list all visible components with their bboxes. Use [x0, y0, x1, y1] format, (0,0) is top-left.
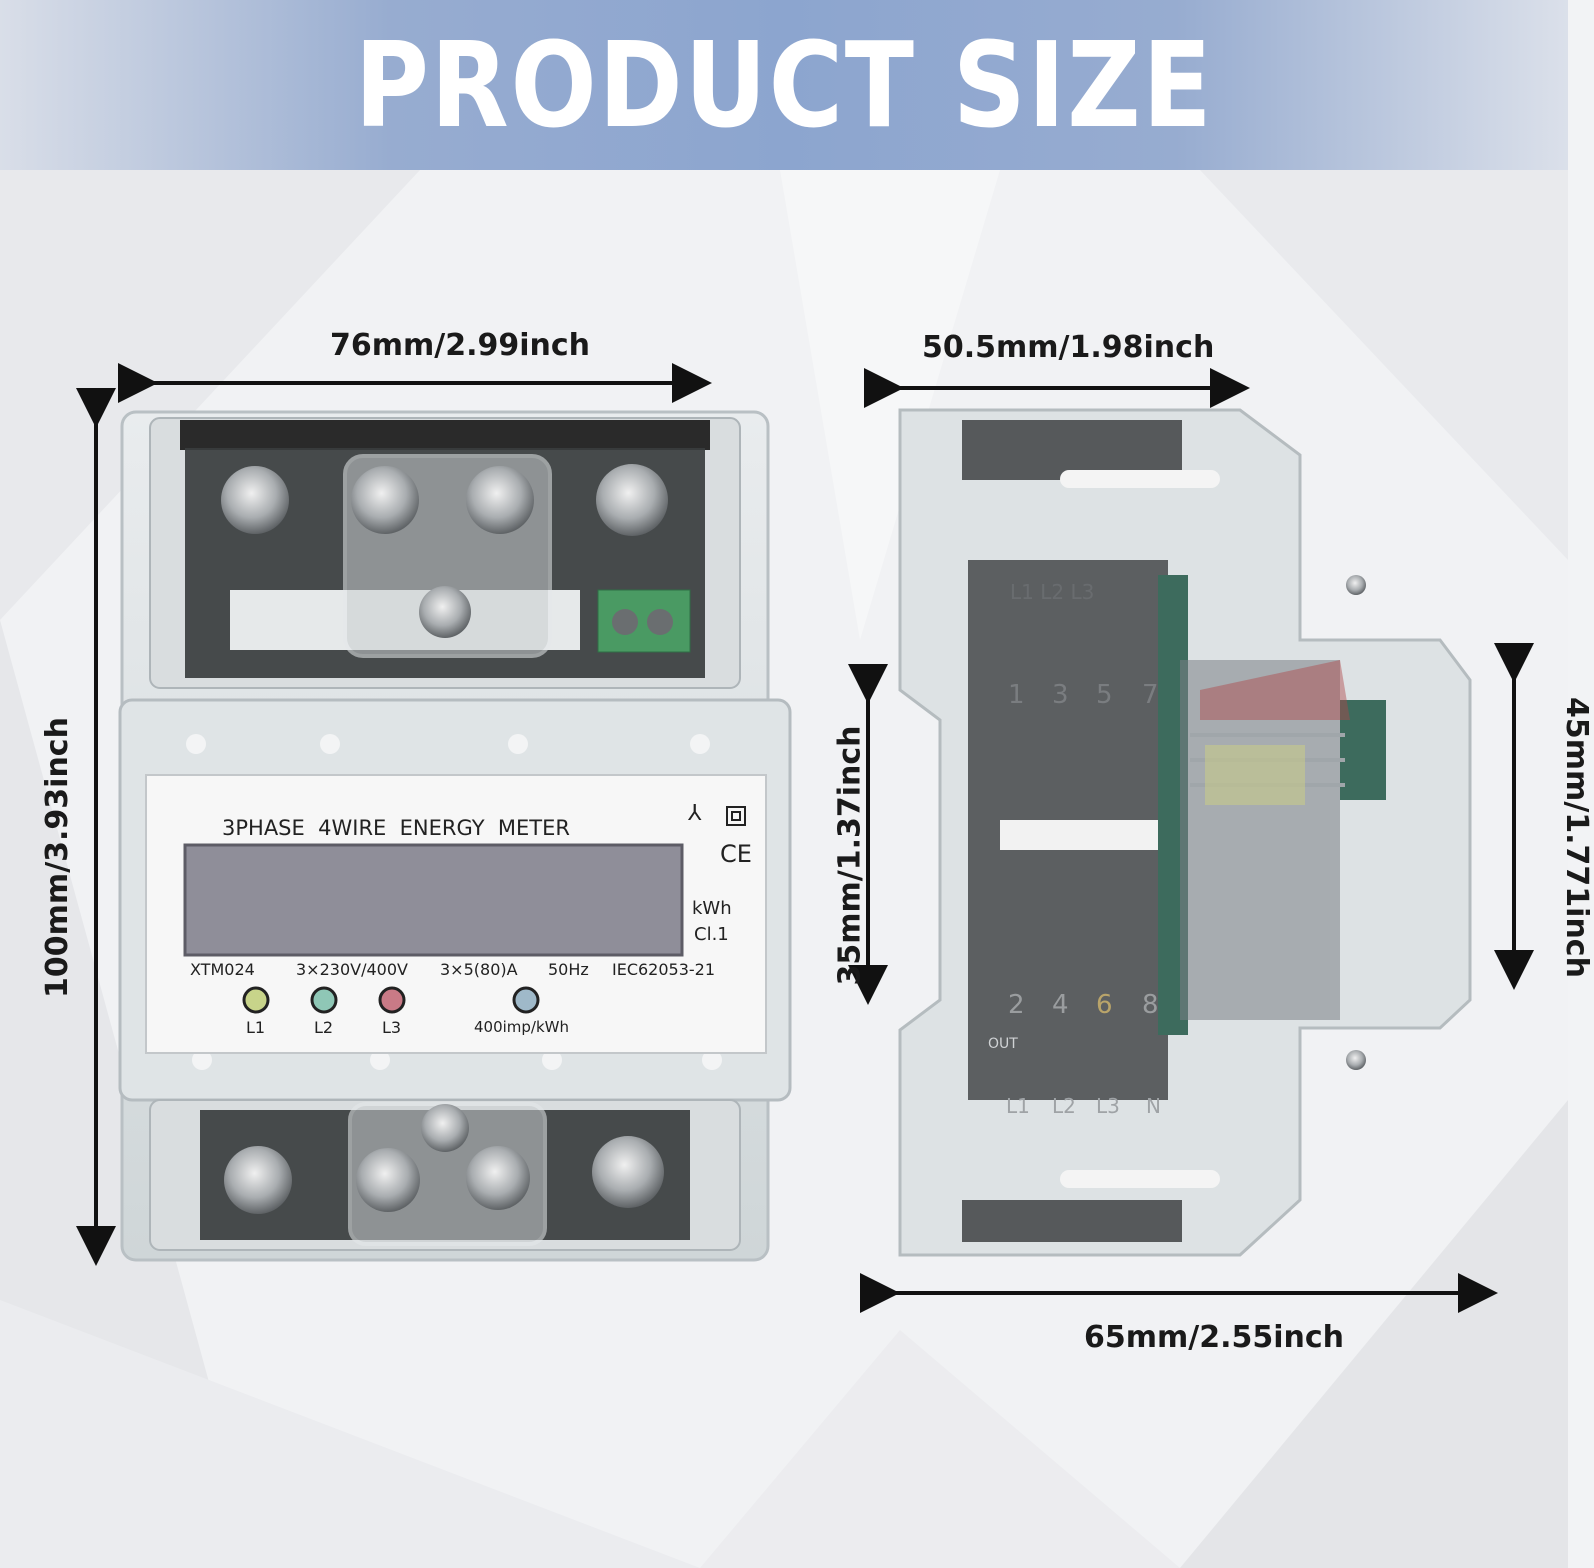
led-indicator-3	[378, 986, 406, 1014]
unit-label: kWh	[692, 898, 732, 919]
side-number-7: 7	[1142, 680, 1159, 710]
led-label-l2: L2	[314, 1018, 334, 1037]
led-indicator-2	[310, 986, 338, 1014]
side-number-5: 5	[1096, 680, 1113, 710]
class-label: Cl.1	[694, 924, 729, 945]
side-terminal-n: N	[1146, 1094, 1161, 1118]
page-title: PRODUCT SIZE	[354, 16, 1214, 154]
side-height-left-label: 35mm/1.37inch	[832, 725, 868, 986]
side-terminal-l2: L2	[1052, 1094, 1076, 1118]
side-terminal-l3: L3	[1096, 1094, 1120, 1118]
side-number-3: 3	[1052, 680, 1069, 710]
wye-symbol-icon: ⅄	[688, 800, 702, 825]
side-depth-top-label: 50.5mm/1.98inch	[922, 330, 1215, 365]
front-height-label: 100mm/3.93inch	[39, 717, 75, 998]
side-number-8: 8	[1142, 990, 1159, 1020]
current-label: 3×5(80)A	[440, 960, 518, 979]
model-label: XTM024	[190, 960, 255, 979]
meter-title: 3PHASE 4WIRE ENERGY METER	[222, 816, 570, 840]
side-terminal-l1: L1	[1006, 1094, 1030, 1118]
side-number-6: 6	[1096, 990, 1113, 1020]
meter-side-view	[898, 408, 1472, 1257]
lcd-display	[183, 843, 684, 957]
ce-mark: CE	[720, 840, 752, 868]
standard-label: IEC62053-21	[612, 960, 716, 979]
led-label-l1: L1	[246, 1018, 266, 1037]
side-number-4: 4	[1052, 990, 1069, 1020]
side-number-2: 2	[1008, 990, 1025, 1020]
led-label-l3: L3	[382, 1018, 402, 1037]
side-top-terminal-label: L1 L2 L3	[1010, 580, 1095, 604]
led-indicator-1	[242, 986, 270, 1014]
title-banner	[0, 0, 1568, 170]
meter-front-view	[118, 410, 792, 1262]
front-width-label: 76mm/2.99inch	[330, 328, 591, 363]
led-indicator-4	[512, 986, 540, 1014]
voltage-label: 3×230V/400V	[296, 960, 408, 979]
side-depth-bottom-label: 65mm/2.55inch	[1084, 1320, 1345, 1355]
side-number-1: 1	[1008, 680, 1025, 710]
double-insulation-icon	[726, 806, 746, 826]
frequency-label: 50Hz	[548, 960, 589, 979]
pulse-label: 400imp/kWh	[474, 1018, 570, 1036]
side-out-label: OUT	[988, 1036, 1018, 1052]
side-height-right-label: 45mm/1.771inch	[1558, 697, 1594, 978]
